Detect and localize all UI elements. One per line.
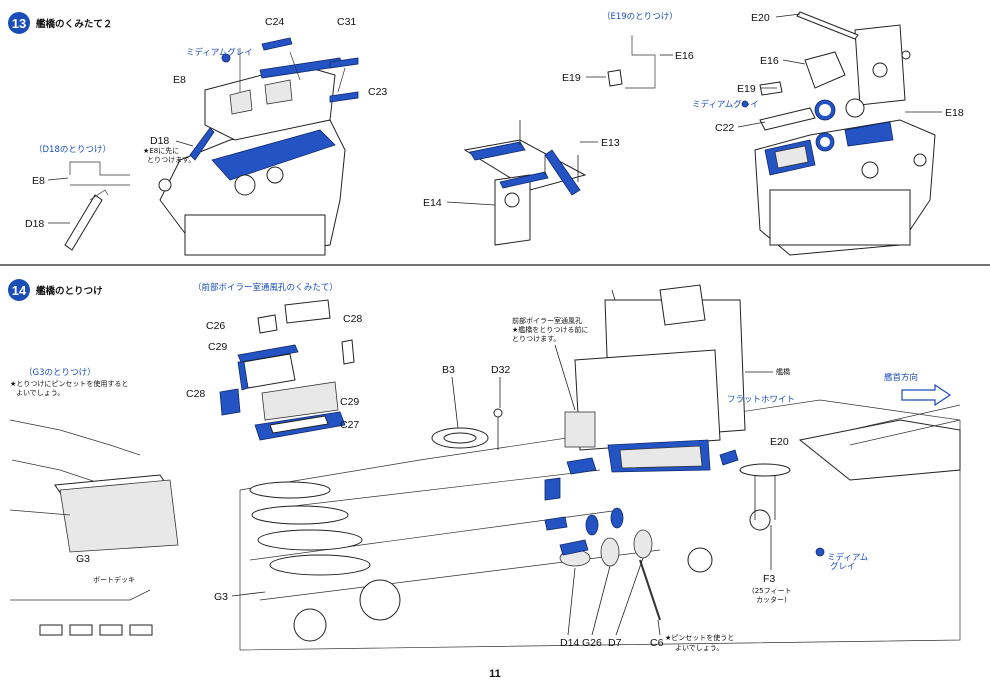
step-13-number: 13 bbox=[12, 16, 26, 31]
label-medium-gray-14a: ミディアム bbox=[827, 552, 868, 563]
label-c28a: C28 bbox=[343, 313, 362, 325]
sub-e19-e16: E16 bbox=[675, 50, 694, 62]
label-e13: E13 bbox=[601, 137, 620, 149]
label-d14: D14 bbox=[560, 637, 579, 649]
sub-vent-title: （前部ボイラー室通風孔のくみたて） bbox=[193, 282, 338, 293]
boiler-note-1: 前部ボイラー室通風孔 bbox=[512, 316, 582, 325]
label-g3-main: G3 bbox=[214, 591, 228, 603]
tweezers-note-2: よいでしょう。 bbox=[675, 644, 723, 652]
label-e8: E8 bbox=[173, 74, 186, 86]
label-c31: C31 bbox=[337, 16, 356, 28]
label-c22-13: C22 bbox=[715, 122, 734, 134]
tweezers-note-1: ★ピンセットを使うと bbox=[665, 633, 734, 642]
label-d18-note-2: とりつけます。 bbox=[147, 156, 195, 164]
bridge-assembly-13 bbox=[158, 37, 359, 256]
label-d18-note-1: ★E8に先に bbox=[143, 146, 179, 155]
step-13: 13 艦橋のくみたて２ C24 C31 ミディアムグレイ E8 C2 bbox=[8, 11, 964, 256]
sub-e19-title: （E19のとりつけ） bbox=[602, 11, 678, 22]
label-boat-deck: ボートデッキ bbox=[93, 575, 135, 584]
sub-g3-title: （G3のとりつけ） bbox=[24, 367, 96, 378]
step-14-badge bbox=[8, 279, 30, 301]
label-c29b: C29 bbox=[340, 396, 359, 408]
label-e20-14: E20 bbox=[770, 436, 789, 448]
d18-detail bbox=[64, 161, 130, 251]
label-d7: D7 bbox=[608, 637, 622, 649]
label-g26: G26 bbox=[582, 637, 602, 649]
label-d32: D32 bbox=[491, 364, 510, 376]
page-number: 11 bbox=[489, 668, 501, 680]
label-e18-13: E18 bbox=[945, 107, 964, 119]
label-c26: C26 bbox=[206, 320, 225, 332]
step-14-number: 14 bbox=[12, 283, 27, 298]
label-c6: C6 bbox=[650, 637, 664, 649]
g3-detail bbox=[9, 419, 179, 636]
label-bow-direction: 艦首方向 bbox=[884, 372, 918, 383]
label-f3: F3 bbox=[763, 573, 775, 585]
label-c24: C24 bbox=[265, 16, 284, 28]
hull-deck bbox=[239, 399, 961, 651]
label-d18: D18 bbox=[150, 135, 169, 147]
label-medium-gray-13b: ミディアムグレイ bbox=[692, 99, 759, 110]
label-c23: C23 bbox=[368, 86, 387, 98]
step-14-title: 艦橋のとりつけ bbox=[36, 285, 103, 297]
label-b3: B3 bbox=[442, 364, 455, 376]
sub-d18-e8: E8 bbox=[32, 175, 45, 187]
bow-arrow-icon bbox=[901, 383, 952, 407]
label-e16-13: E16 bbox=[760, 55, 779, 67]
step-13-title: 艦橋のくみたて２ bbox=[36, 18, 112, 30]
label-f3-note-2: カッター) bbox=[756, 595, 787, 604]
label-e19-13: E19 bbox=[737, 83, 756, 95]
label-g3-sub: G3 bbox=[76, 553, 90, 565]
sub-e19-e19: E19 bbox=[562, 72, 581, 84]
sub-d18-d18: D18 bbox=[25, 218, 44, 230]
sub-d18-title: （D18のとりつけ） bbox=[34, 144, 111, 155]
step-14: 14 艦橋のとりつけ （前部ボイラー室通風孔のくみたて） C26 C28 C29… bbox=[8, 279, 961, 652]
label-e20-13: E20 bbox=[751, 12, 770, 24]
bridge-tower-14 bbox=[431, 284, 791, 621]
label-f3-note-1: (25フィート bbox=[752, 587, 792, 595]
g3-note-1: ★とりつけにピンセットを使用すると bbox=[10, 379, 128, 388]
label-bridge: 艦橋 bbox=[776, 367, 790, 376]
bridge-top-assembly-13 bbox=[754, 11, 936, 256]
label-medium-gray-13: ミディアムグレイ bbox=[186, 47, 253, 58]
boiler-note-3: とりつけます。 bbox=[512, 335, 560, 343]
g3-note-2: よいでしょう。 bbox=[16, 389, 64, 397]
label-medium-gray-14b: グレイ bbox=[830, 561, 856, 572]
step-13-badge bbox=[8, 12, 30, 34]
label-c27: C27 bbox=[340, 419, 359, 431]
vent-assembly bbox=[219, 299, 355, 441]
label-flat-white: フラットホワイト bbox=[727, 395, 795, 405]
e19-detail bbox=[607, 35, 656, 89]
boiler-note-2: ★艦橋をとりつける前に bbox=[512, 325, 588, 334]
label-e14: E14 bbox=[423, 197, 442, 209]
label-c29a: C29 bbox=[208, 341, 227, 353]
label-c28b: C28 bbox=[186, 388, 205, 400]
e13-e14-assembly bbox=[463, 120, 587, 246]
